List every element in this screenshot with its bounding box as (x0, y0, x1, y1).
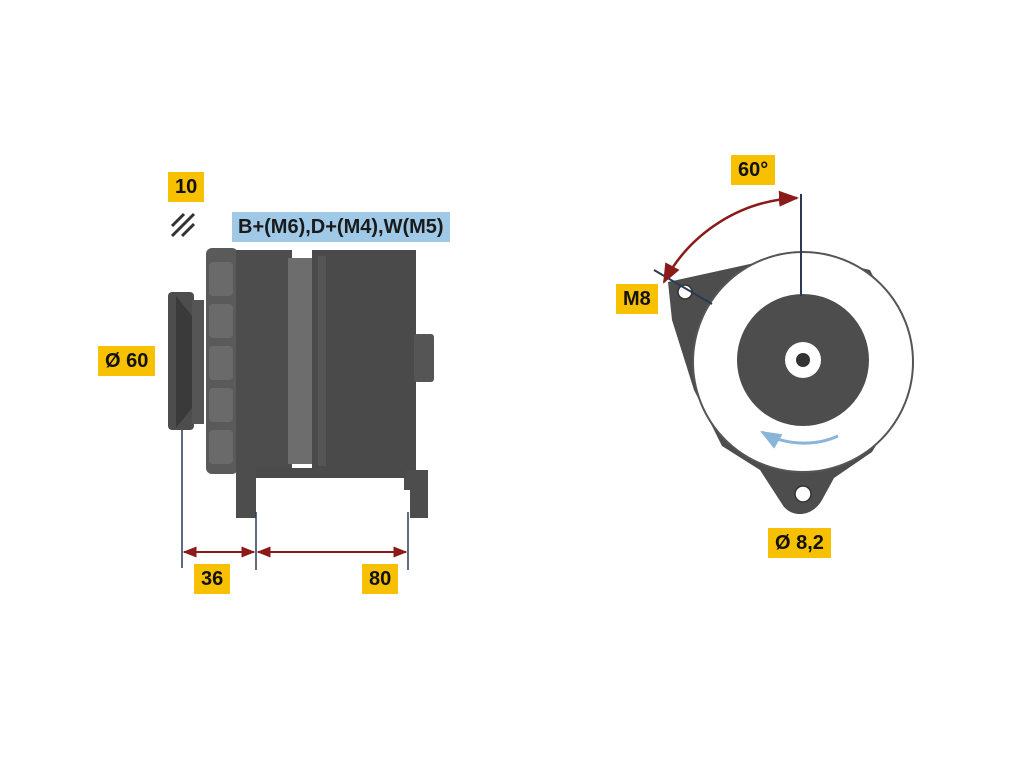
stator-band (288, 258, 314, 464)
thread-m8-label: M8 (616, 284, 658, 314)
label-10: 10 (168, 172, 205, 202)
rear-mount-foot (404, 470, 428, 518)
angle-60-label: 60° (731, 155, 776, 185)
dimension-lines (181, 430, 409, 570)
mount-hole-bottom (794, 485, 812, 503)
terminal-label: B+(M6),D+(M4),W(M5) (232, 212, 450, 242)
front-housing (206, 248, 238, 474)
dimension-80-label: 80 (362, 564, 399, 594)
hatched-square-icon (170, 212, 196, 238)
pulley (168, 292, 204, 430)
dimension-36-label: 36 (194, 564, 231, 594)
alternator-side-view (168, 248, 434, 518)
pulley-diameter-label: Ø 60 (98, 346, 156, 376)
stator (236, 250, 292, 472)
terminal-block (414, 334, 434, 382)
rear-housing (312, 250, 416, 472)
hole-diameter-label: Ø 8,2 (768, 528, 831, 558)
alternator-front-view (668, 251, 914, 515)
front-mount-foot (236, 468, 256, 518)
angle-arc (662, 190, 799, 284)
rotation-arrow-icon (760, 430, 839, 449)
